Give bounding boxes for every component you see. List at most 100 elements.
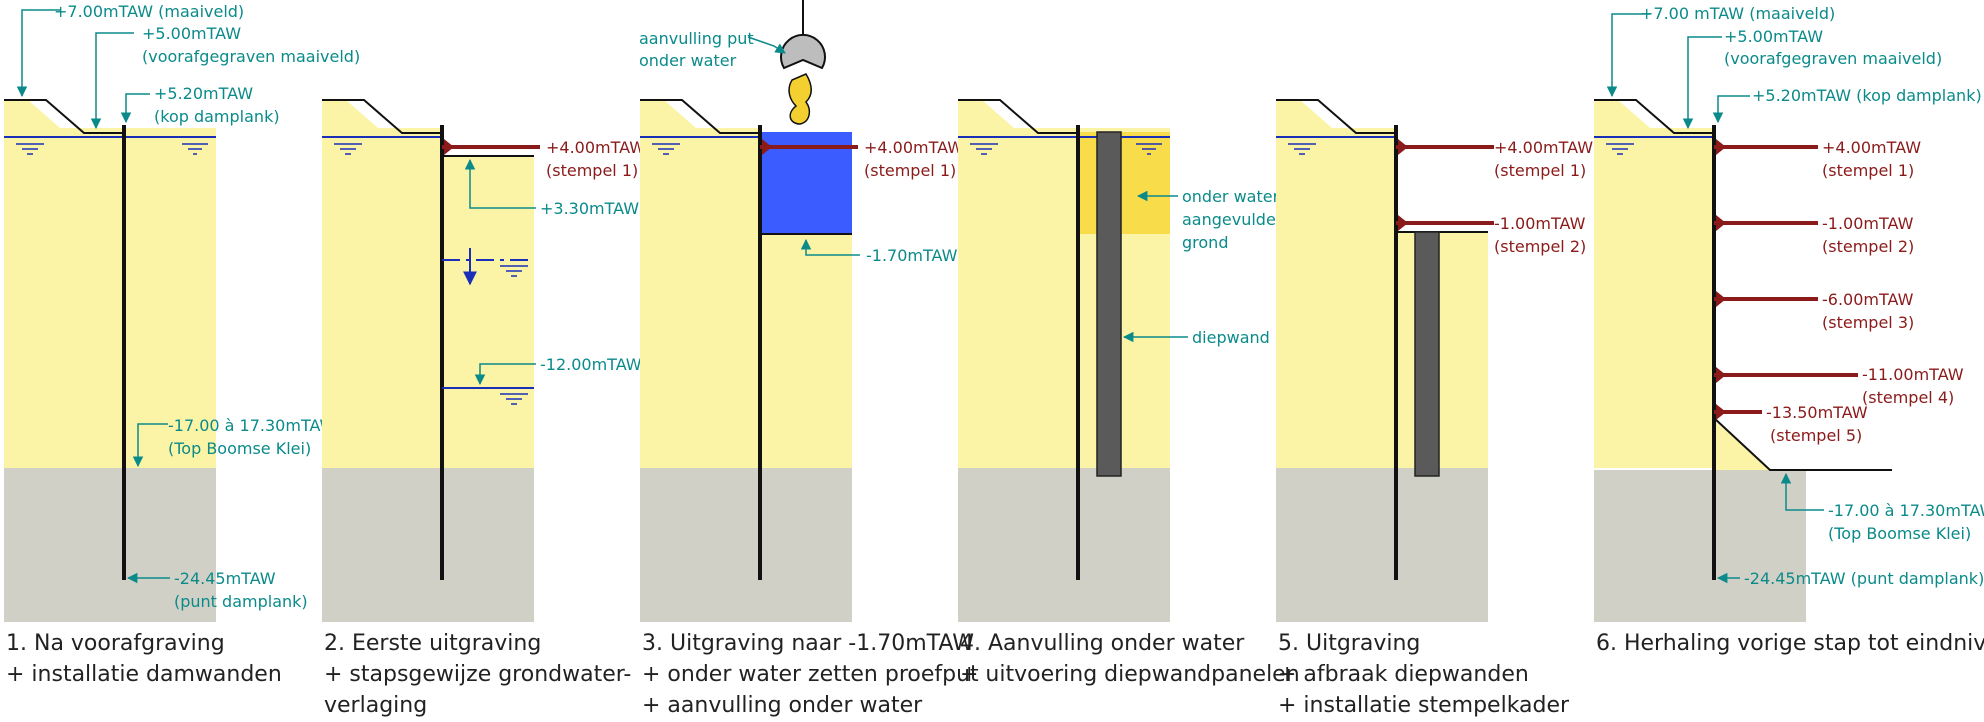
clay-top-level-label: -17.00 à 17.30mTAW (168, 416, 336, 435)
pile-top-level-label: +5.20mTAW (154, 84, 253, 103)
strut-2-level-label: -1.00mTAW (1494, 214, 1586, 233)
ground-profile-line (640, 99, 760, 134)
strut-anchor (1716, 367, 1726, 383)
water-level-symbol (334, 143, 362, 155)
crane-bucket-icon (780, 0, 826, 125)
panel-caption-line: 4. Aanvulling onder water (960, 631, 1245, 656)
panel-caption-line: + afbraak diepwanden (1278, 662, 1529, 687)
strut-anchor (1716, 291, 1726, 307)
clay-top-level-note: (Top Boomse Klei) (168, 439, 311, 458)
panel-caption-line: verlaging (324, 693, 427, 718)
panel-caption-line: 2. Eerste uitgraving (324, 631, 541, 656)
clay-top-level-label: -17.00 à 17.30mTAW (1828, 501, 1984, 520)
final-excavation-profile (1713, 417, 1892, 471)
strut-1-note: (stempel 1) (1494, 161, 1586, 180)
strut-anchor (1398, 139, 1408, 155)
strut-1-level-label: +4.00mTAW (864, 138, 963, 157)
strut-2-level-label: -1.00mTAW (1822, 214, 1914, 233)
panel-caption-line: + aanvulling onder water (642, 693, 923, 718)
water-level-symbol (500, 265, 528, 277)
strut-1-level-label: +4.00mTAW (1822, 138, 1921, 157)
pile-top-level-label: +5.20mTAW (kop damplank) (1752, 86, 1982, 105)
ground-profile-line (1276, 99, 1396, 134)
panel-caption-line: 3. Uitgraving naar -1.70mTAW (642, 631, 974, 656)
panel-1: +7.00mTAW (maaiveld) +5.00mTAW (voorafge… (4, 2, 360, 687)
soil-layer (322, 100, 378, 128)
water-level-symbol (1606, 143, 1634, 155)
backfill-label: aangevulde (1182, 210, 1276, 229)
ground-level-label: +7.00mTAW (maaiveld) (54, 2, 244, 21)
clay-layer (322, 468, 534, 622)
diaphragm-wall-label: diepwand (1192, 328, 1270, 347)
strut-1-level-label: +4.00mTAW (546, 138, 645, 157)
panel-caption-line: + installatie stempelkader (1278, 693, 1570, 718)
pre-excavated-level-label: +5.00mTAW (1724, 27, 1823, 46)
soil-layer (640, 128, 760, 468)
ground-profile-line (958, 99, 1078, 134)
clay-layer (1594, 470, 1806, 622)
soil-layer (640, 100, 696, 128)
fill-note-label: onder water (639, 51, 737, 70)
backfill-label: onder water (1182, 187, 1280, 206)
backfill-label: grond (1182, 233, 1228, 252)
panel-2: +4.00mTAW (stempel 1) +3.30mTAW -12.00mT… (322, 99, 645, 718)
soil-layer (4, 100, 60, 128)
strut-3-note: (stempel 3) (1822, 313, 1914, 332)
panel-caption-line: + stapsgewijze grondwater- (324, 662, 631, 687)
clay-layer (958, 468, 1170, 622)
panel-caption-line: + installatie damwanden (6, 662, 282, 687)
panel-caption-line: 6. Herhaling vorige stap tot eindniveau (1596, 631, 1984, 656)
strut-1-note: (stempel 1) (546, 161, 638, 180)
clay-layer (640, 468, 852, 622)
strut-1-note: (stempel 1) (864, 161, 956, 180)
panel-6: +7.00 mTAW (maaiveld) +5.00mTAW (voorafg… (1594, 4, 1984, 656)
strut-1-note: (stempel 1) (1822, 161, 1914, 180)
water-level-symbol (1288, 143, 1316, 155)
water-level-symbol (500, 393, 528, 405)
panel-caption-line: 5. Uitgraving (1278, 631, 1420, 656)
soil-layer (1276, 128, 1396, 468)
clay-layer (4, 468, 216, 622)
pre-excavated-level-note: (voorafgegraven maaiveld) (142, 47, 360, 66)
backfilled-zone (1080, 132, 1170, 234)
ground-profile-line (322, 99, 442, 134)
strut-2-note: (stempel 2) (1822, 237, 1914, 256)
water-level-symbol (652, 143, 680, 155)
ground-profile-line (1594, 99, 1714, 134)
clay-layer (1276, 468, 1488, 622)
soil-layer (958, 100, 1014, 128)
panel-4: onder water aangevulde grond diepwand 4.… (958, 99, 1300, 687)
strut-4-level-label: -11.00mTAW (1862, 365, 1964, 384)
panel-caption-line: 1. Na voorafgraving (6, 631, 225, 656)
strut-4-note: (stempel 4) (1862, 388, 1954, 407)
ground-profile-line (4, 99, 125, 134)
soil-layer (1396, 232, 1488, 468)
excavation-level-label: -1.70mTAW (866, 246, 958, 265)
clay-top-level-note: (Top Boomse Klei) (1828, 524, 1971, 543)
excavation-level-label: +3.30mTAW (540, 199, 639, 218)
panel-3: aanvulling put onder water +4.00mTAW (st… (639, 0, 979, 718)
strut-3-level-label: -6.00mTAW (1822, 290, 1914, 309)
soil-layer (760, 234, 852, 468)
strut-anchor (1398, 215, 1408, 231)
panel-caption-line: + uitvoering diepwandpanelen (960, 662, 1300, 687)
strut-anchor (1716, 139, 1726, 155)
soil-layer (442, 156, 534, 468)
strut-1-level-label: +4.00mTAW (1494, 138, 1593, 157)
soil-layer (1594, 100, 1650, 128)
strut-2-note: (stempel 2) (1494, 237, 1586, 256)
water-level-symbol (970, 143, 1162, 155)
strut-anchor (762, 139, 772, 155)
strut-anchor (1716, 404, 1726, 420)
panel-5: +4.00mTAW (stempel 1) -1.00mTAW (stempel… (1276, 99, 1593, 718)
soil-layer (1276, 100, 1332, 128)
pre-excavated-level-note: (voorafgegraven maaiveld) (1724, 49, 1942, 68)
pile-top-level-note: (kop damplank) (154, 107, 280, 126)
soil-layer (1594, 128, 1714, 468)
soil-layer (322, 128, 442, 468)
diaphragm-wall-panel (1096, 131, 1122, 477)
pile-tip-level-label: -24.45mTAW (174, 569, 276, 588)
strut-anchor (444, 139, 454, 155)
strut-anchor (1716, 215, 1726, 231)
water-level-symbol (16, 143, 208, 155)
